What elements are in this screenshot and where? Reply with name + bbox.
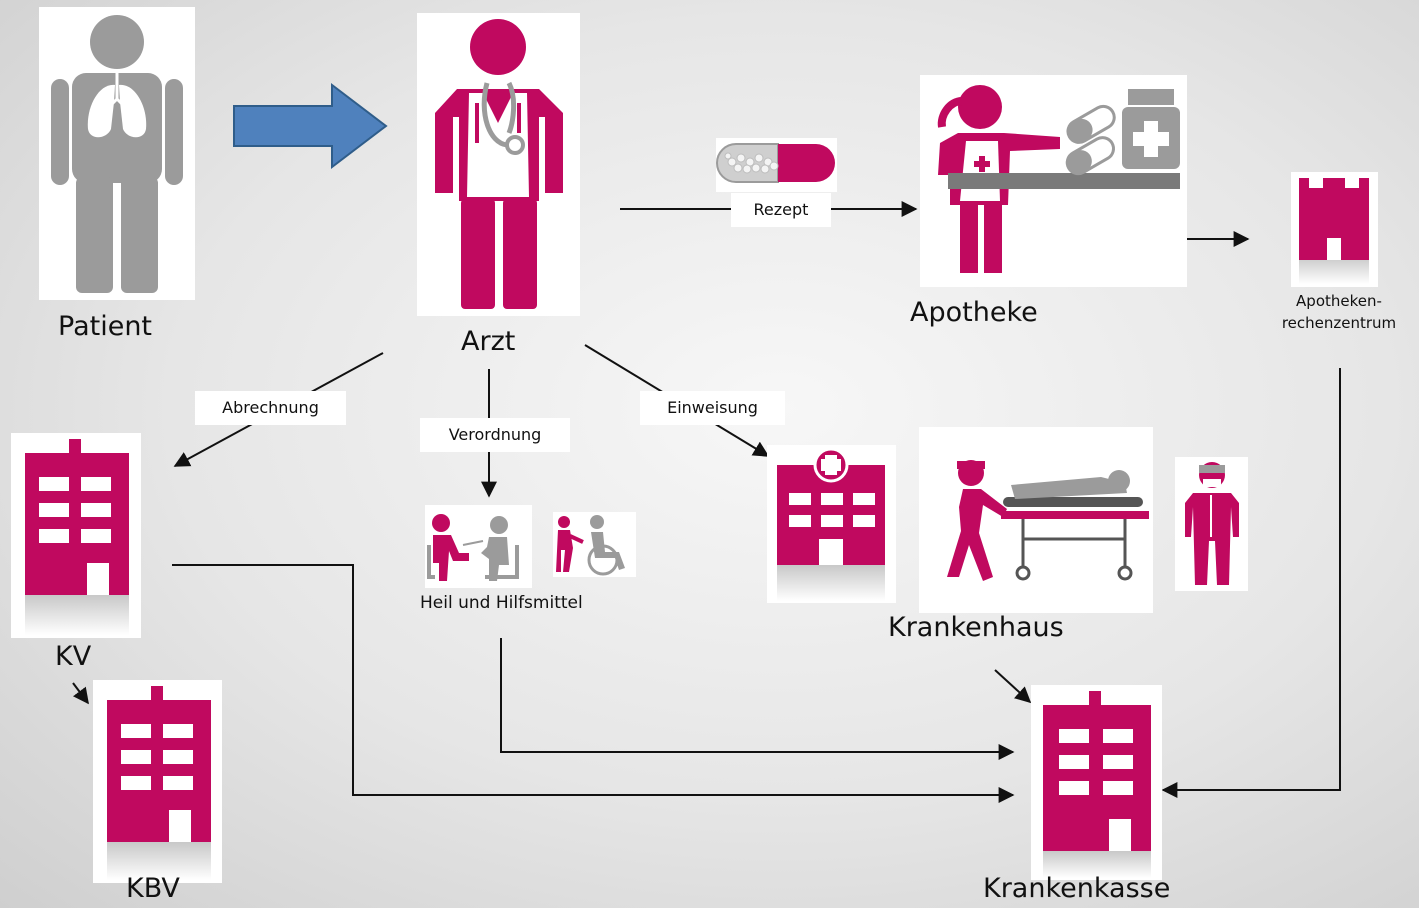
edge-heilmittel-krankenkasse (500, 638, 1015, 760)
therapy-icon (427, 514, 519, 581)
apotheke-card (920, 75, 1187, 287)
office-building-icon (1043, 691, 1151, 878)
doctor-stethoscope-icon (435, 19, 563, 309)
verordnung-tag: Verordnung (420, 418, 570, 452)
rechenzentrum-label: Apotheken- rechenzentrum (1262, 290, 1416, 334)
edge-krankenhaus-krankenkasse (994, 669, 1032, 704)
abrechnung-tag: Abrechnung (195, 391, 346, 425)
edge-rechenzentrum-krankenkasse (1161, 368, 1341, 798)
krankenhaus-label: Krankenhaus (888, 612, 1064, 643)
einweisung-tag: Einweisung (640, 391, 785, 425)
stretcher-patient-icon (947, 460, 1149, 581)
kbv-label: KBV (126, 873, 180, 904)
pharmacist-icon (937, 85, 1180, 273)
apotheke-label: Apotheke (910, 297, 1038, 328)
rezept-pill-card (716, 138, 837, 192)
surgeon-icon (1185, 462, 1239, 585)
patient-card (39, 7, 195, 300)
stretcher-card (919, 427, 1153, 613)
rechenzentrum-label-line2: rechenzentrum (1281, 314, 1397, 332)
edge-kv-kbv (72, 682, 89, 705)
krankenkasse-card (1031, 685, 1162, 880)
hospital-icon (777, 447, 885, 601)
surgeon-card (1175, 457, 1248, 591)
data-center-building-icon (1299, 178, 1369, 284)
patient-label: Patient (58, 311, 153, 342)
flow-arrow-icon (233, 82, 388, 170)
arzt-label: Arzt (461, 326, 516, 357)
patient-lungs-icon (51, 15, 183, 293)
pill-capsule-icon (716, 143, 835, 183)
kbv-card (93, 680, 222, 883)
krankenkasse-label: Krankenkasse (983, 873, 1171, 904)
arzt-card (417, 13, 580, 316)
therapy-card (425, 505, 532, 588)
wheelchair-card (553, 512, 636, 577)
office-building-icon (25, 439, 129, 635)
office-building-icon (107, 686, 211, 880)
heilmittel-label: Heil und Hilfsmittel (420, 593, 583, 613)
kv-label: KV (55, 641, 92, 672)
wheelchair-icon (556, 515, 625, 576)
rechenzentrum-label-line1: Apotheken- (1296, 292, 1382, 310)
rechenzentrum-card (1291, 172, 1378, 287)
kv-card (11, 433, 141, 638)
edge-kv-krankenkasse (172, 564, 1015, 803)
hospital-card (767, 445, 896, 603)
rezept-tag: Rezept (731, 193, 831, 227)
